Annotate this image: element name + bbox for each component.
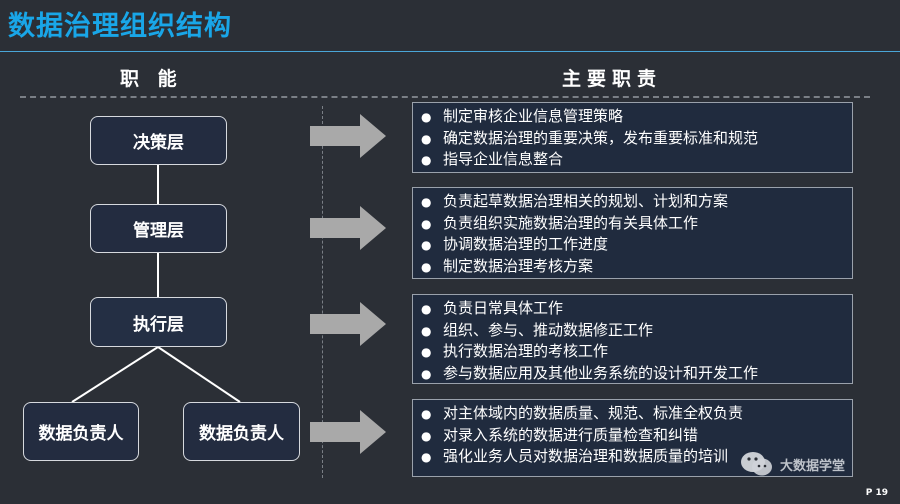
list-item: ● 确定数据治理的重要决策，发布重要标准和规范 [421, 128, 844, 150]
wechat-icon [741, 452, 772, 476]
list-item-text: 负责日常具体工作 [443, 299, 564, 317]
list-item: ● 强化业务人员对数据治理和数据质量的培训 [421, 446, 844, 468]
list-item: ● 制定数据治理考核方案 [421, 256, 844, 278]
node-data-owner-left: 数据负责人 [23, 402, 139, 461]
node-execution-layer: 执行层 [90, 297, 227, 347]
bullet-icon: ● [421, 110, 432, 124]
bullet-icon: ● [421, 195, 432, 209]
column-divider [322, 106, 323, 478]
list-item-text: 负责起草数据治理相关的规划、计划和方案 [443, 192, 729, 210]
node-decision-layer: 决策层 [90, 116, 227, 165]
bullet-icon: ● [421, 450, 432, 464]
bullet-icon: ● [421, 323, 432, 338]
list-item-text: 制定审核企业信息管理策略 [443, 107, 624, 125]
list-item-text: 参与数据应用及其他业务系统的设计和开发工作 [443, 363, 759, 382]
watermark-text: 大数据学堂 [780, 458, 846, 474]
list-item: ● 负责日常具体工作 [421, 298, 844, 320]
node-execution-label: 执行层 [133, 314, 184, 335]
bullet-icon: ● [421, 428, 432, 443]
list-item: ● 参与数据应用及其他业务系统的设计和开发工作 [421, 363, 844, 385]
node-owner-right-label: 数据负责人 [199, 424, 284, 444]
bullet-icon: ● [421, 345, 432, 359]
bullet-icon: ● [421, 238, 432, 252]
list-item-text: 指导企业信息整合 [443, 150, 564, 168]
page-number: P 19 [865, 488, 888, 498]
node-owner-left-label: 数据负责人 [38, 424, 124, 444]
list-item-text: 负责组织实施数据治理的有关具体工作 [443, 213, 699, 232]
panel-data-owner-responsibilities: ● 对主体域内的数据质量、规范、标准全权负责 ● 对录入系统的数据进行质量检查和纠错… [412, 399, 853, 477]
panel-decision-responsibilities: ● 制定审核企业信息管理策略 ● 确定数据治理的重要决策，发布重要标准和规范 ● 指导… [412, 102, 853, 173]
bullet-icon: ● [421, 366, 432, 381]
list-item: ● 制定审核企业信息管理策略 [421, 106, 844, 128]
list-item-text: 执行数据治理的考核工作 [443, 342, 609, 360]
bullet-icon: ● [421, 153, 432, 167]
list-item: ● 组织、参与、推动数据修正工作 [421, 320, 844, 342]
function-column-header: 职 能 [120, 68, 183, 90]
bullet-icon: ● [421, 216, 432, 231]
list-item-text: 确定数据治理的重要决策，发布重要标准和规范 [443, 128, 759, 147]
panel-management-responsibilities: ●负责起草数据治理相关的规划、计划和方案 ●负责组织实施数据治理的有关具体工作 … [412, 187, 853, 279]
list-item-text: 制定数据治理考核方案 [443, 256, 594, 275]
arrow-management [310, 206, 386, 250]
header-divider [20, 96, 870, 98]
execution-branch-connectors [71, 346, 241, 403]
list-item-text: 强化业务人员对数据治理和数据质量的培训 [443, 447, 729, 465]
list-item-text: 对录入系统的数据进行质量检查和纠错 [443, 425, 699, 444]
node-management-label: 管理层 [133, 221, 184, 241]
page-title: 数据治理组织结构 [8, 11, 232, 42]
list-item-text: 协调数据治理的工作进度 [443, 235, 609, 253]
bullet-icon: ● [421, 302, 432, 316]
connector-to-right-owner [157, 346, 241, 403]
connector-decision-management [157, 164, 159, 204]
list-item-text: 组织、参与、推动数据修正工作 [443, 320, 654, 339]
responsibility-column-header: 主要职责 [562, 68, 663, 90]
list-item: ● 对录入系统的数据进行质量检查和纠错 [421, 425, 844, 447]
list-item: ● 执行数据治理的考核工作 [421, 341, 844, 363]
list-item: ● 对主体域内的数据质量、规范、标准全权负责 [421, 403, 844, 425]
bullet-icon: ● [421, 407, 432, 421]
list-item-text: 对主体域内的数据质量、规范、标准全权负责 [443, 404, 744, 422]
bullet-icon: ● [421, 131, 432, 146]
node-management-layer: 管理层 [90, 204, 227, 253]
arrow-execution [310, 302, 386, 346]
panel-execution-responsibilities: ● 负责日常具体工作 ● 组织、参与、推动数据修正工作 ● 执行数据治理的考核工作 ●… [412, 294, 853, 384]
list-item: ● 协调数据治理的工作进度 [421, 234, 844, 256]
node-decision-label: 决策层 [133, 133, 184, 153]
list-item: ● 指导企业信息整合 [421, 149, 844, 171]
connector-management-execution [157, 253, 159, 297]
wechat-watermark: 大数据学堂 [740, 449, 845, 479]
arrow-decision [310, 114, 386, 158]
node-data-owner-right: 数据负责人 [183, 402, 300, 461]
list-item: ● 负责组织实施数据治理的有关具体工作 [421, 213, 844, 235]
list-item: ● 负责起草数据治理相关的规划、计划和方案 [421, 191, 844, 213]
arrow-data-owner [310, 410, 386, 454]
bullet-icon: ● [421, 259, 432, 274]
title-underline [0, 51, 900, 52]
connector-to-left-owner [71, 346, 159, 403]
